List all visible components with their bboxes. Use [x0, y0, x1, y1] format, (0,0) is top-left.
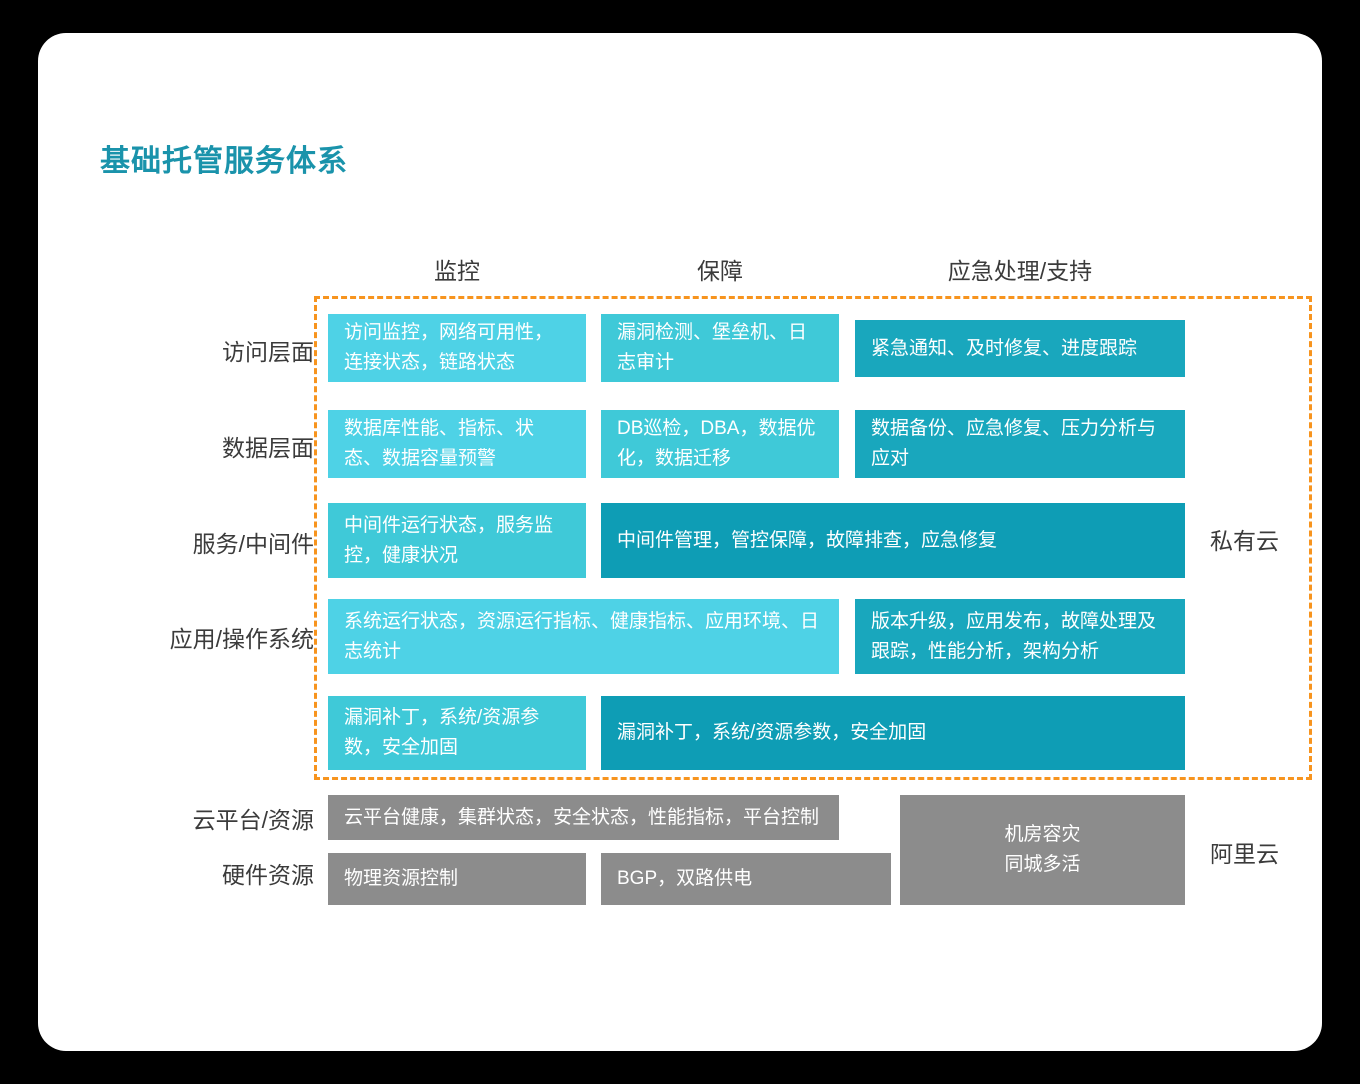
page-title: 基础托管服务体系: [100, 145, 348, 178]
column-header-emergency: 应急处理/支持: [947, 258, 1093, 284]
cell-text: 云平台健康，集群状态，安全状态，性能指标，平台控制: [344, 806, 820, 828]
row-label-platform: 云平台/资源: [192, 807, 314, 833]
cell-application-emergency[interactable]: 版本升级，应用发布，故障处理及跟踪，性能分析，架构分析: [855, 599, 1185, 674]
side-label-private-cloud: 私有云: [1210, 528, 1279, 554]
column-header-monitoring: 监控: [434, 258, 480, 284]
cell-text: 物理资源控制: [344, 868, 459, 889]
cell-access-monitoring[interactable]: 访问监控，网络可用性，连接状态，链路状态: [328, 314, 586, 382]
cell-text: BGP，双路供电: [617, 868, 753, 889]
cell-text: 中间件运行状态，服务监控，健康状况: [344, 514, 554, 566]
row-label-service: 服务/中间件: [192, 531, 314, 557]
cell-text-line1: 机房容灾: [1004, 824, 1081, 845]
private-cloud-boundary: [314, 296, 1312, 780]
cell-text: DB巡检，DBA，数据优化，数据迁移: [617, 418, 816, 469]
cell-application-monitoring-assurance[interactable]: 系统运行状态，资源运行指标、健康指标、应用环境、日志统计: [328, 599, 839, 674]
cell-patch-monitoring[interactable]: 漏洞补丁，系统/资源参数，安全加固: [328, 696, 586, 770]
cell-text: 漏洞检测、堡垒机、日志审计: [617, 322, 808, 373]
cell-access-assurance[interactable]: 漏洞检测、堡垒机、日志审计: [601, 314, 839, 382]
cell-text: 版本升级，应用发布，故障处理及跟踪，性能分析，架构分析: [871, 610, 1157, 662]
cell-text: 漏洞补丁，系统/资源参数，安全加固: [344, 707, 540, 758]
cell-text: 数据备份、应急修复、压力分析与应对: [871, 418, 1157, 469]
cell-text: 紧急通知、及时修复、进度跟踪: [871, 337, 1138, 359]
cell-data-assurance[interactable]: DB巡检，DBA，数据优化，数据迁移: [601, 410, 839, 478]
row-label-access: 访问层面: [222, 339, 314, 365]
cell-hardware-monitoring[interactable]: 物理资源控制: [328, 853, 586, 905]
cell-platform-monitoring-assurance[interactable]: 云平台健康，集群状态，安全状态，性能指标，平台控制: [328, 795, 839, 840]
row-label-data: 数据层面: [222, 435, 314, 461]
cell-access-emergency[interactable]: 紧急通知、及时修复、进度跟踪: [855, 320, 1185, 377]
row-label-hardware: 硬件资源: [222, 862, 314, 888]
cell-text: 中间件管理，管控保障，故障排查，应急修复: [617, 529, 998, 551]
diagram-card: 基础托管服务体系 监控 保障 应急处理/支持 访问层面 数据层面 服务/中间件 …: [38, 33, 1322, 1051]
cell-text: 漏洞补丁，系统/资源参数，安全加固: [617, 722, 927, 743]
cell-data-emergency[interactable]: 数据备份、应急修复、压力分析与应对: [855, 410, 1185, 478]
cell-hardware-assurance[interactable]: BGP，双路供电: [601, 853, 891, 905]
cell-platform-emergency[interactable]: 机房容灾 同城多活: [900, 795, 1185, 905]
cell-text: 访问监控，网络可用性，连接状态，链路状态: [344, 322, 554, 373]
cell-text-line2: 同城多活: [1004, 854, 1081, 875]
cell-text: 系统运行状态，资源运行指标、健康指标、应用环境、日志统计: [344, 610, 820, 662]
cell-data-monitoring[interactable]: 数据库性能、指标、状态、数据容量预警: [328, 410, 586, 478]
row-label-application: 应用/操作系统: [169, 626, 314, 652]
column-header-assurance: 保障: [697, 258, 743, 284]
cell-service-assurance-emergency[interactable]: 中间件管理，管控保障，故障排查，应急修复: [601, 503, 1185, 578]
cell-service-monitoring[interactable]: 中间件运行状态，服务监控，健康状况: [328, 503, 586, 578]
side-label-alibaba-cloud: 阿里云: [1210, 841, 1279, 867]
cell-patch-assurance-emergency[interactable]: 漏洞补丁，系统/资源参数，安全加固: [601, 696, 1185, 770]
cell-text: 数据库性能、指标、状态、数据容量预警: [344, 418, 535, 469]
